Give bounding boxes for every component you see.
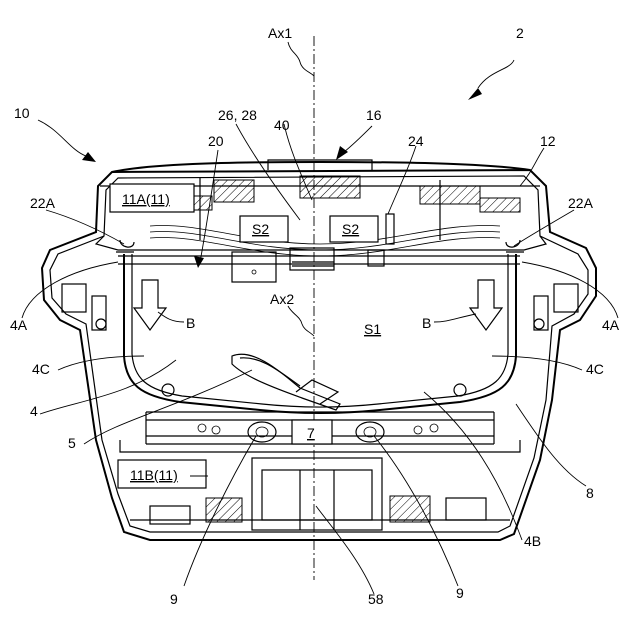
inner-pot — [116, 252, 524, 413]
ref-4: 4 — [30, 403, 38, 419]
axis-ax2-leader — [288, 306, 314, 336]
leader-lines — [22, 60, 618, 594]
left-flow-arrow — [134, 280, 166, 330]
ref-12: 12 — [540, 133, 556, 149]
ref-26-28: 26, 28 — [218, 107, 257, 123]
ref-40: 40 — [274, 117, 290, 133]
ref-7: 7 — [307, 425, 315, 441]
ref-20: 20 — [208, 133, 224, 149]
side-clamps — [62, 284, 578, 396]
ref-11a: 11A(11) — [122, 191, 170, 207]
stirring-paddle — [232, 354, 340, 410]
ref-ax2: Ax2 — [270, 291, 294, 307]
ref-2: 2 — [516, 25, 524, 41]
ref-left-s2: S2 — [252, 221, 269, 237]
ref-right-4c: 4C — [586, 361, 604, 377]
ref-left-22a: 22A — [30, 195, 56, 211]
axis-ax1-leader — [288, 42, 314, 76]
ref-ax1: Ax1 — [268, 25, 292, 41]
ref-24: 24 — [408, 133, 424, 149]
ref-s1: S1 — [364, 321, 381, 337]
ref-right-4a: 4A — [602, 317, 620, 333]
ref-left-4c: 4C — [32, 361, 50, 377]
ref-left-9: 9 — [170, 591, 178, 607]
ref-4b: 4B — [524, 533, 541, 549]
ref-left-b: B — [186, 315, 195, 331]
ref-11b: 11B(11) — [130, 467, 178, 483]
ref-16: 16 — [366, 107, 382, 123]
ref-8: 8 — [586, 485, 594, 501]
ref-5: 5 — [68, 435, 76, 451]
ref-left-4a: 4A — [10, 317, 28, 333]
right-flow-arrow — [470, 280, 502, 330]
ref-right-b: B — [422, 315, 431, 331]
ref-right-22a: 22A — [568, 195, 594, 211]
ref-10: 10 — [14, 105, 30, 121]
ref-right-9: 9 — [456, 585, 464, 601]
ref-58: 58 — [368, 591, 384, 607]
ref-right-s2: S2 — [342, 221, 359, 237]
